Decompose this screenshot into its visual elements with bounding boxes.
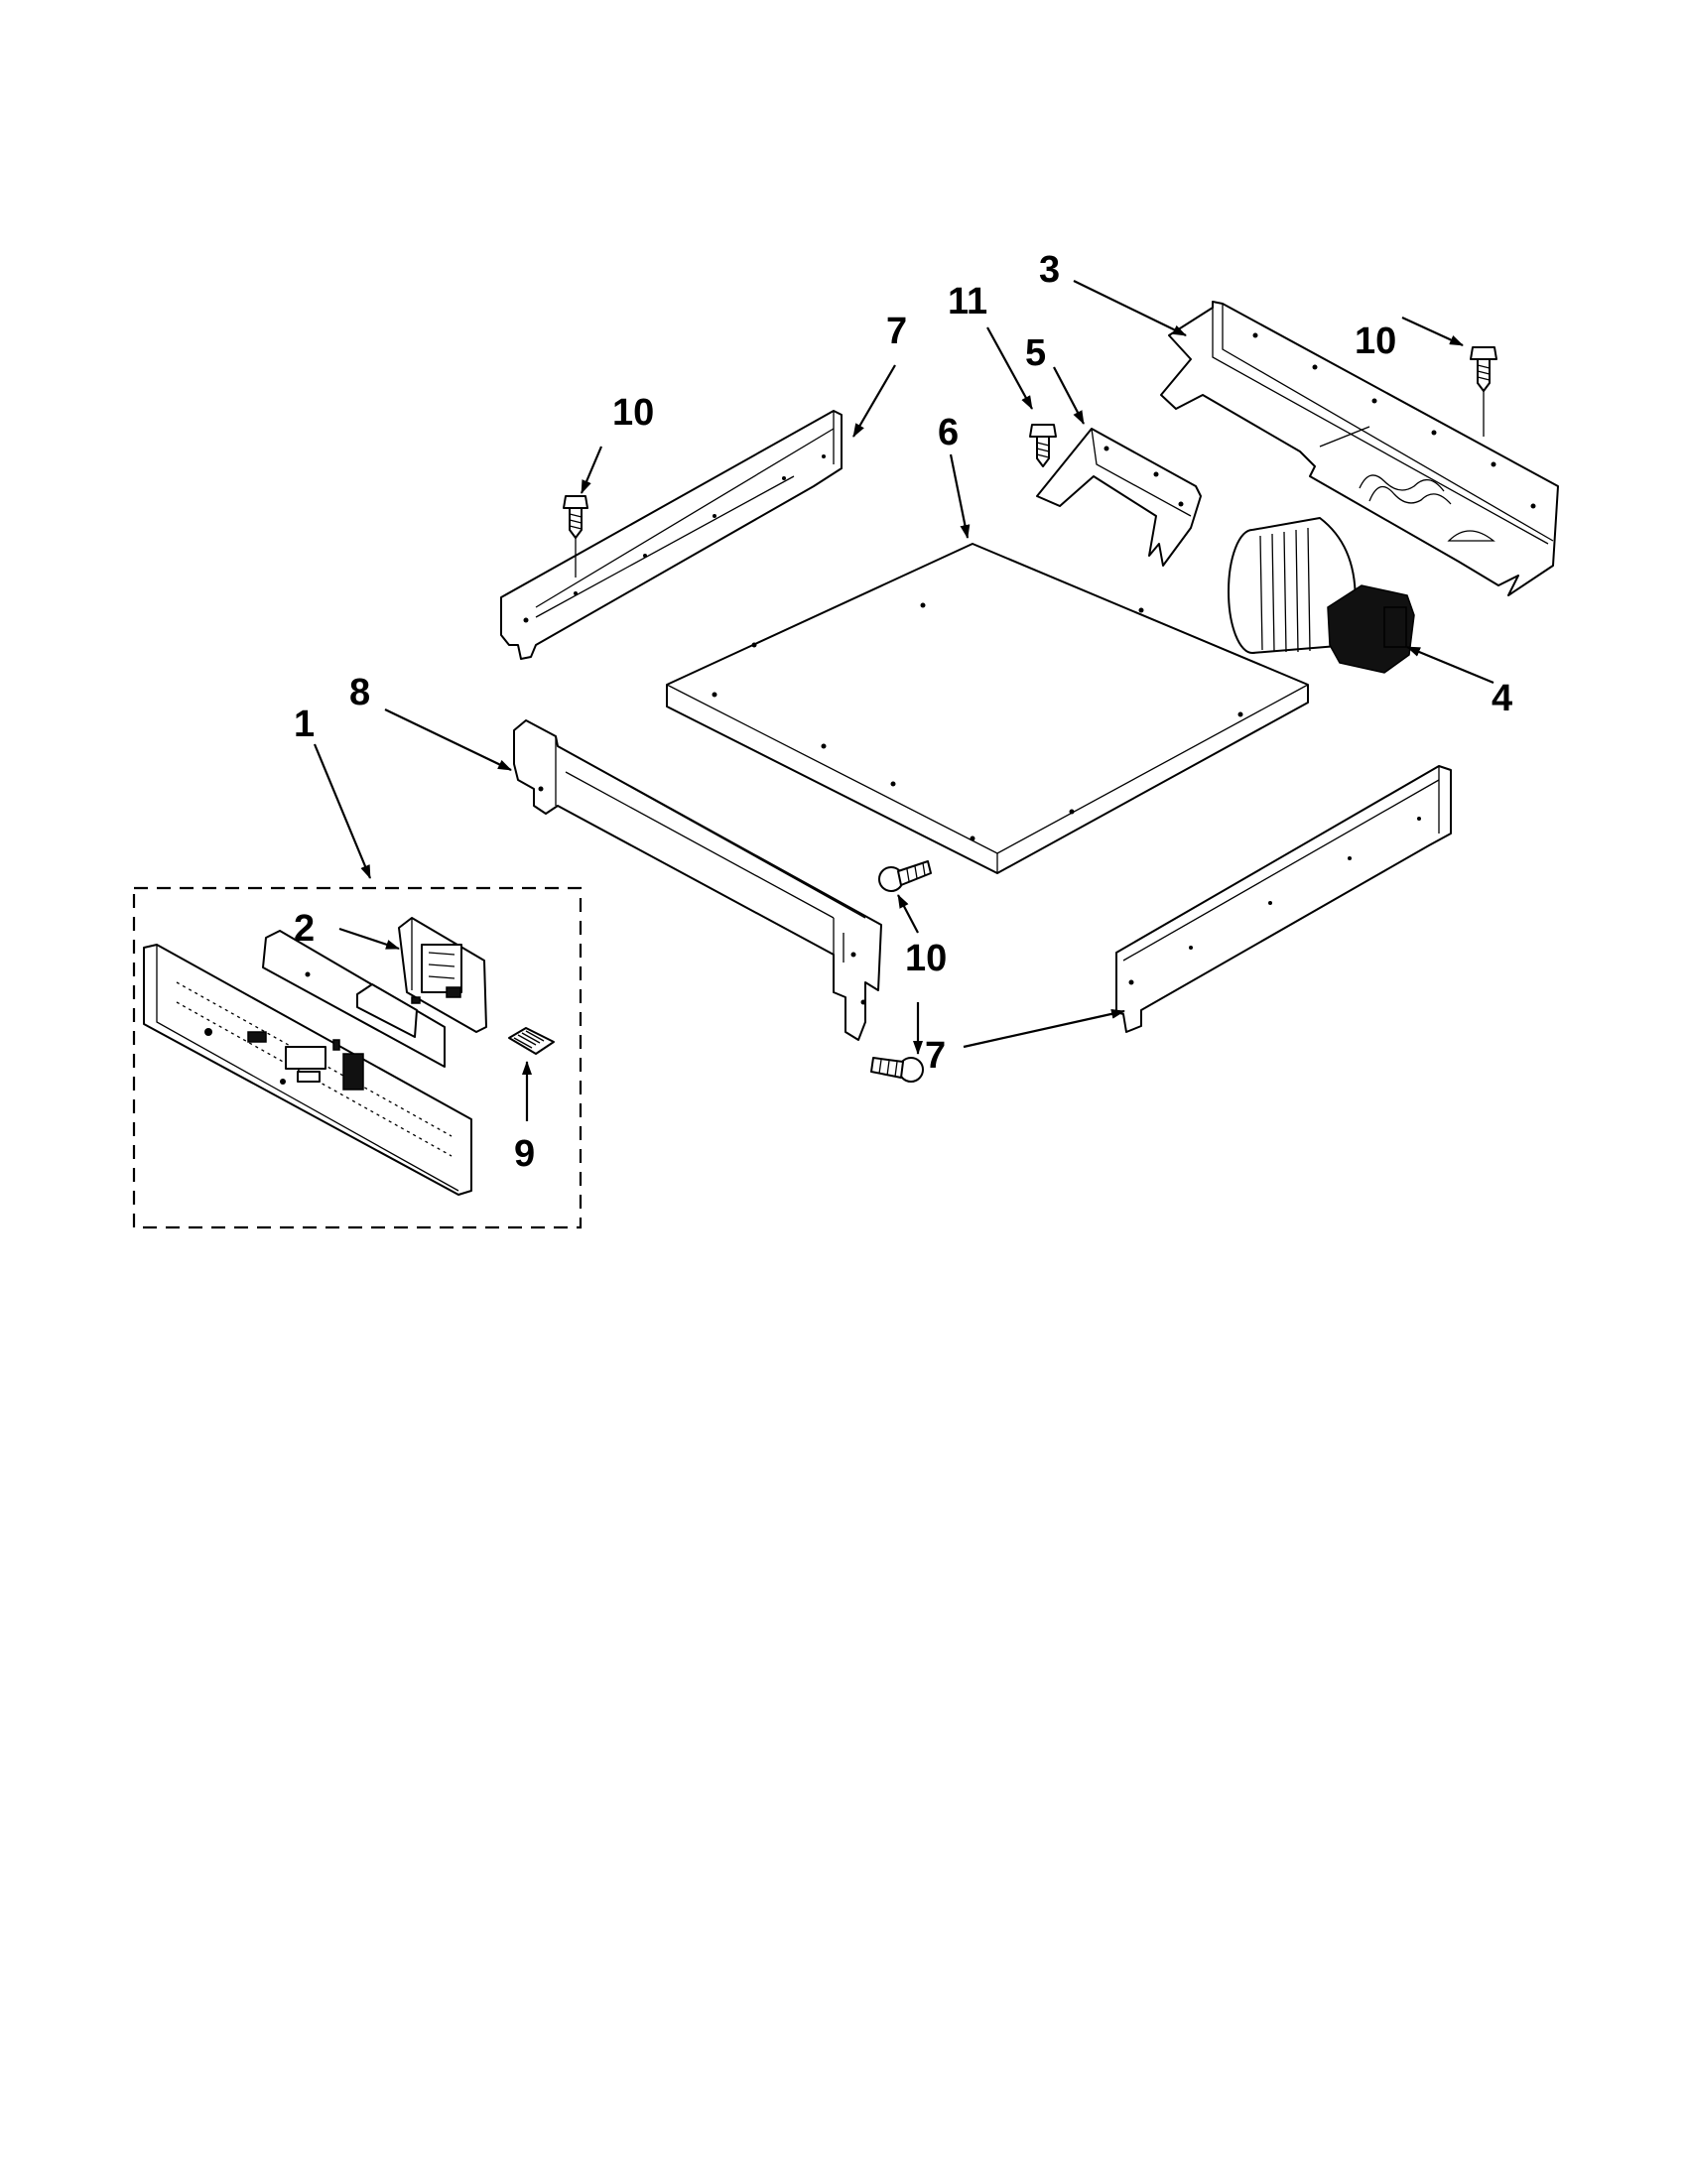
callout-2: 2 <box>294 908 315 950</box>
callout-9: 9 <box>514 1133 535 1175</box>
part-5-bracket <box>1036 428 1202 567</box>
callout-8: 8 <box>349 672 370 713</box>
callout-10-middle: 10 <box>905 938 947 979</box>
part-2-control-board <box>398 917 487 1033</box>
part-3-rear-rail <box>1160 301 1559 596</box>
callout-10-right: 10 <box>1355 321 1396 362</box>
callout-5: 5 <box>1025 332 1046 374</box>
part-7-left-rail <box>500 410 843 660</box>
part-9-keypad <box>508 1027 555 1055</box>
part-6-top-panel <box>666 543 1309 874</box>
callout-10-left: 10 <box>612 392 654 434</box>
part-11-screw <box>1029 424 1057 467</box>
part-7-right-rail <box>1115 765 1452 1033</box>
part-8-front-rail <box>513 719 882 1041</box>
callout-7-upper: 7 <box>886 311 907 352</box>
part-10-screw-middle-upper <box>878 860 932 892</box>
part-1-control-panel <box>143 944 472 1196</box>
callout-6: 6 <box>938 412 959 453</box>
part-1-kit-dashed-box <box>132 886 583 1229</box>
part-10-screw-left <box>563 495 588 578</box>
callout-labels: 1 2 3 4 5 6 7 7 8 9 10 10 10 11 <box>294 249 1512 1175</box>
part-10-screw-middle-lower <box>870 1057 924 1083</box>
part-10-screw-right <box>1470 346 1497 437</box>
callout-4: 4 <box>1492 678 1512 719</box>
callout-3: 3 <box>1039 249 1060 291</box>
part-1-overlay-panel <box>262 930 446 1068</box>
callout-11: 11 <box>948 281 987 322</box>
callout-1: 1 <box>294 704 315 745</box>
leader-lines <box>313 280 1494 1121</box>
callout-7-lower: 7 <box>925 1035 946 1077</box>
part-4-blower-fan <box>1228 517 1415 674</box>
